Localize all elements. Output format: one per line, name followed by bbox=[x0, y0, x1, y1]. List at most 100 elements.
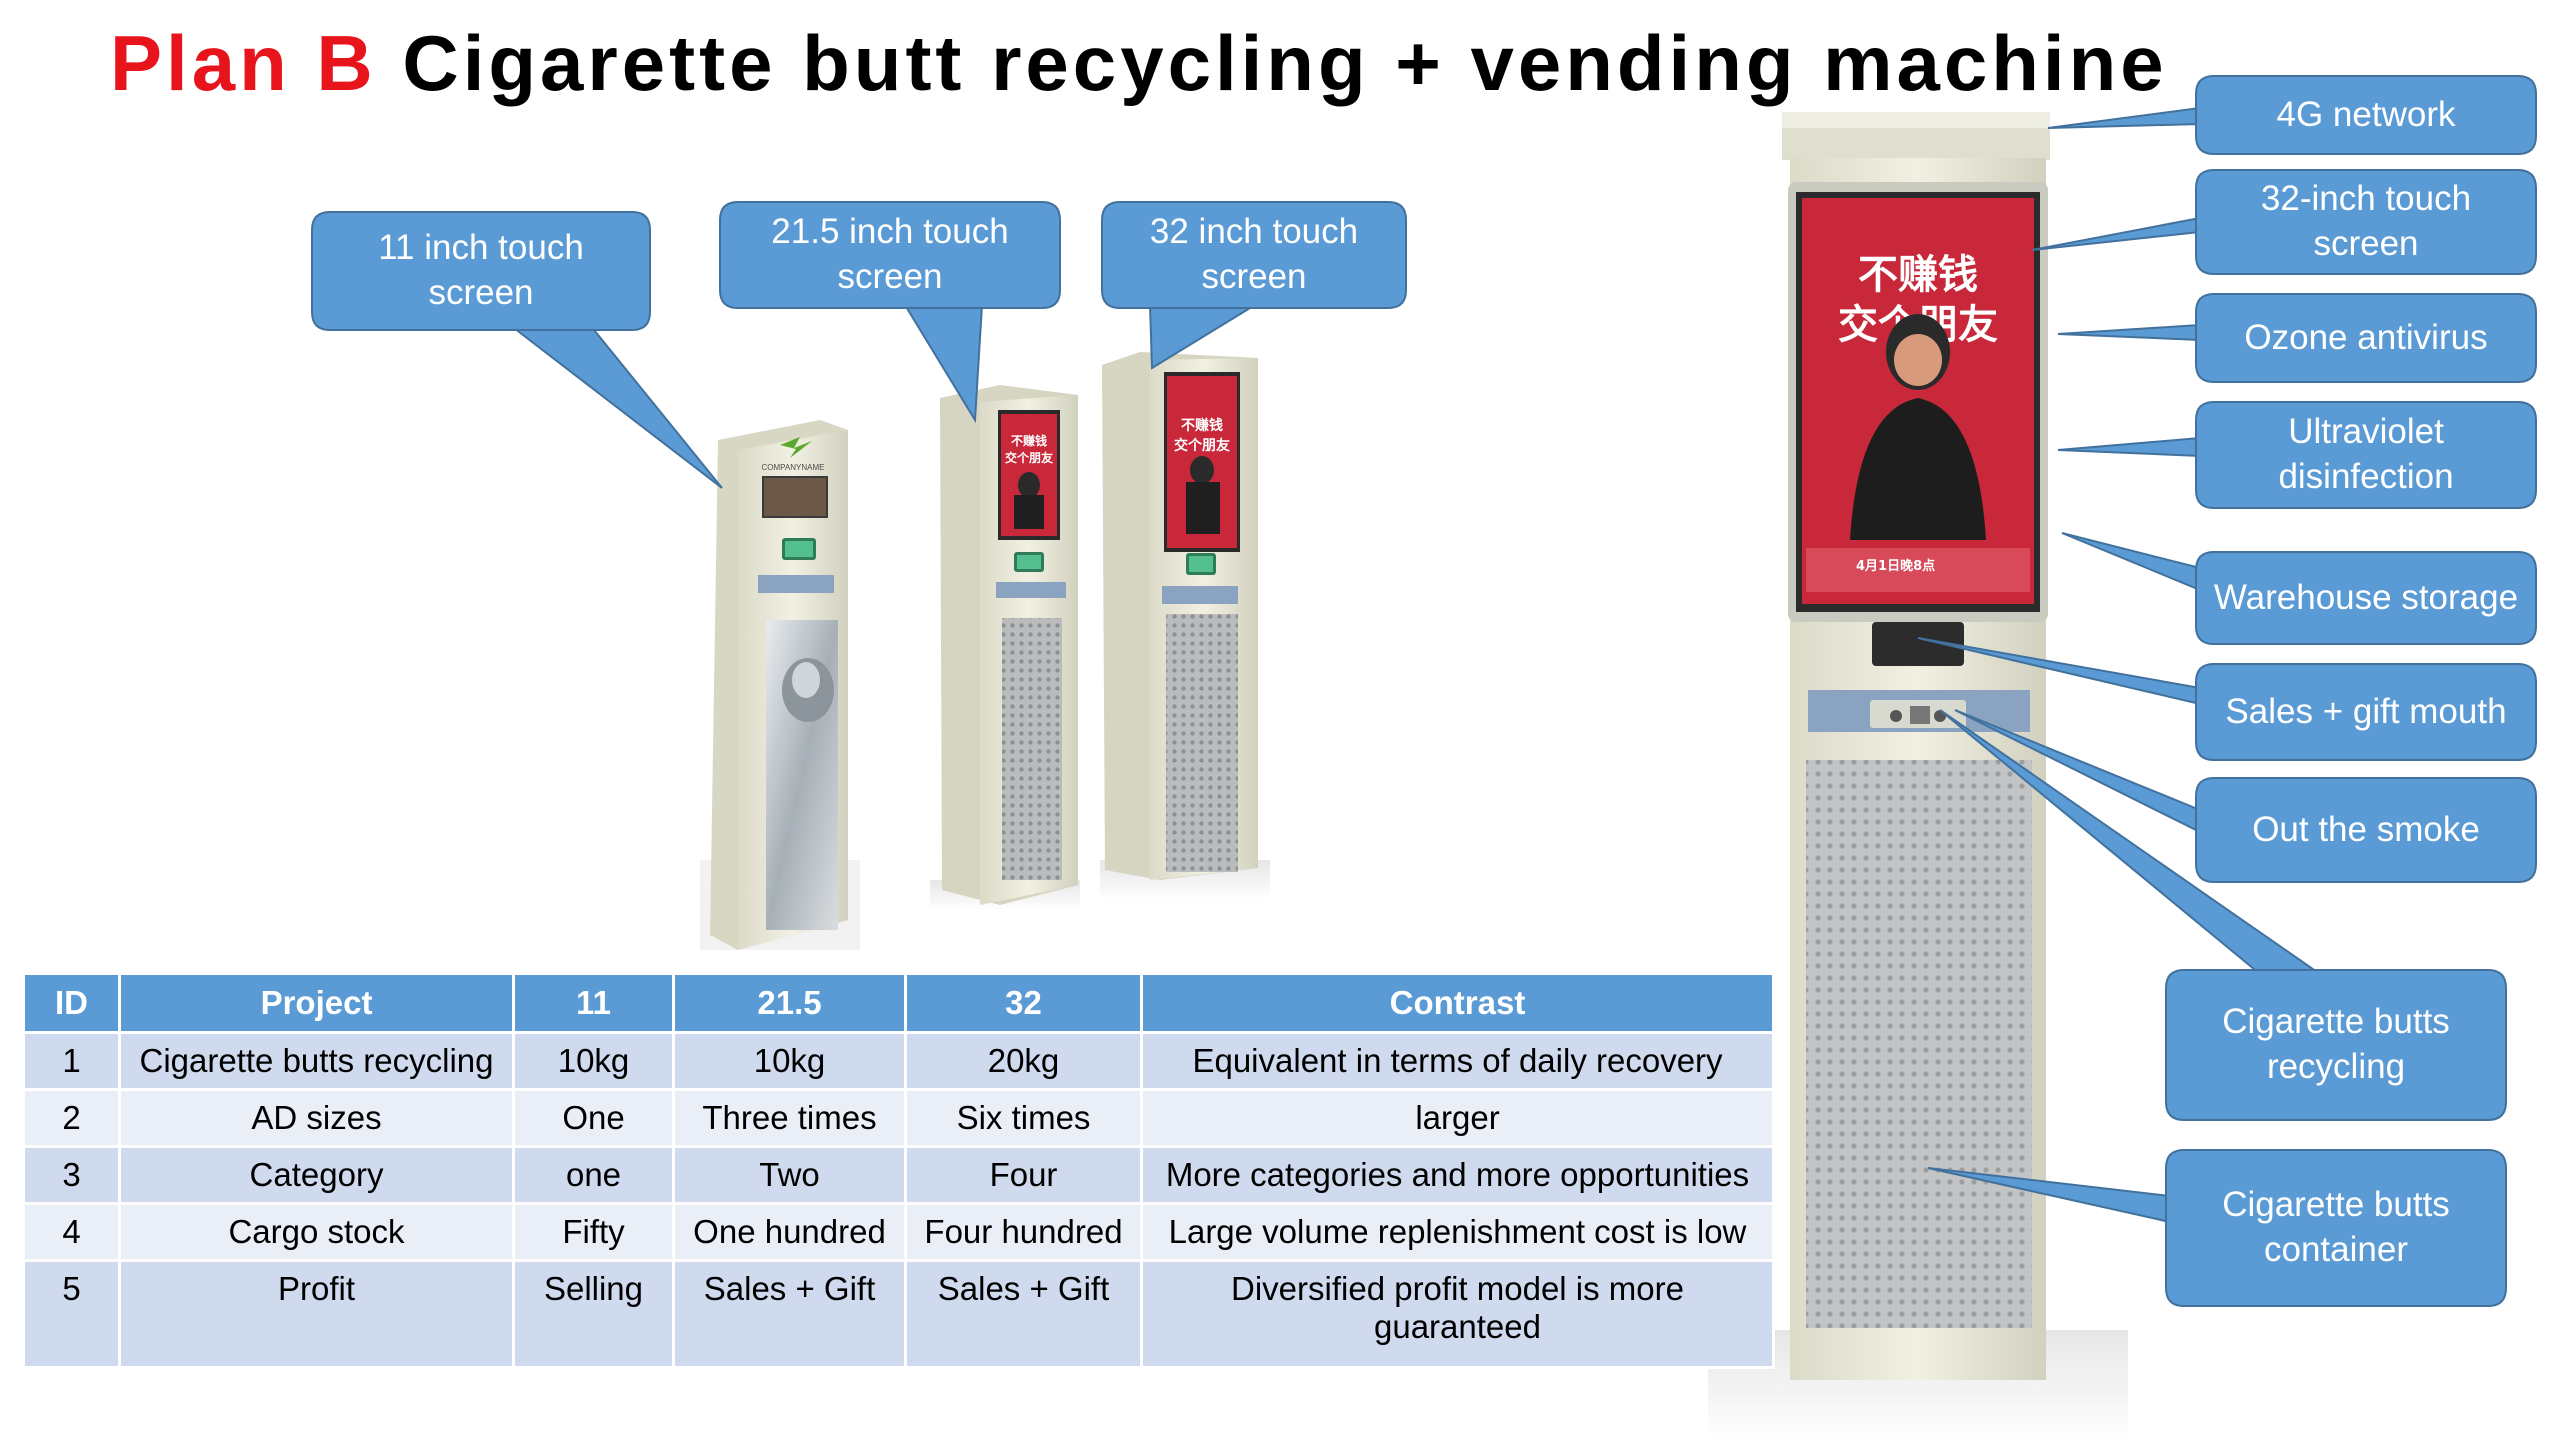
cell-id: 5 bbox=[22, 1259, 121, 1369]
callout-c11-tail bbox=[507, 324, 723, 489]
title-main: Cigarette butt recycling + vending machi… bbox=[402, 19, 2168, 107]
header-32: 32 bbox=[904, 972, 1143, 1034]
cell-21-5: Two bbox=[672, 1145, 907, 1205]
label-32-inch-touch-screen-text: 32-inch touch screen bbox=[2260, 179, 2472, 263]
label-sales-gift-mouth-text: Sales + gift mouth bbox=[2225, 691, 2507, 731]
label-ultraviolet-disinfection-shape bbox=[2057, 401, 2537, 509]
cell-id: 3 bbox=[22, 1145, 121, 1205]
callout-c215-box bbox=[719, 201, 1061, 309]
company-logo: COMPANYNAME bbox=[762, 437, 825, 472]
cell-21-5: Sales + Gift bbox=[672, 1259, 907, 1369]
cell-project: AD sizes bbox=[118, 1088, 515, 1148]
cell-contrast: larger bbox=[1140, 1088, 1775, 1148]
header-contrast: Contrast bbox=[1140, 972, 1775, 1034]
label-out-the-smoke-box bbox=[2195, 777, 2537, 883]
ad-headline-small-1: 不赚钱 bbox=[1011, 433, 1047, 448]
comparison-table: ID Project 11 21.5 32 Contrast 1 Cigaret… bbox=[22, 972, 1775, 1369]
label-ultraviolet-disinfection-tail bbox=[2057, 436, 2201, 458]
ad-headline-small-2: 交个朋友 bbox=[1005, 450, 1053, 465]
table-row: 2 AD sizes One Three times Six times lar… bbox=[22, 1088, 1775, 1148]
label-4g-network-text: 4G network bbox=[2276, 94, 2456, 134]
label-ozone-antivirus-tail bbox=[2057, 323, 2201, 342]
cell-project: Cargo stock bbox=[118, 1202, 515, 1262]
label-sales-gift-mouth-tail bbox=[1917, 637, 2201, 706]
header-id: ID bbox=[22, 972, 121, 1034]
ad-headline-mid-1: 不赚钱 bbox=[1181, 417, 1223, 434]
ad-headline-large-1: 不赚钱 bbox=[1858, 252, 1978, 298]
label-warehouse-storage-shape bbox=[2061, 532, 2537, 645]
table-row: 5 Profit Selling Sales + Gift Sales + Gi… bbox=[22, 1259, 1775, 1369]
cell-contrast: Diversified profit model is more guarant… bbox=[1140, 1259, 1775, 1369]
cell-id: 1 bbox=[22, 1031, 121, 1091]
cell-project: Cigarette butts recycling bbox=[118, 1031, 515, 1091]
label-cigarette-butts-container-text: Cigarette butts container bbox=[2222, 1185, 2450, 1269]
callout-c11-box bbox=[311, 211, 651, 331]
label-cigarette-butts-container-box bbox=[2165, 1149, 2507, 1307]
table-row: 4 Cargo stock Fifty One hundred Four hun… bbox=[22, 1202, 1775, 1262]
cell-11: One bbox=[512, 1088, 675, 1148]
cell-21-5: One hundred bbox=[672, 1202, 907, 1262]
label-4g-network-shape bbox=[2047, 75, 2537, 155]
cell-32: 20kg bbox=[904, 1031, 1143, 1091]
callout-c32-shape bbox=[1101, 201, 1407, 370]
callout-c215-label: 21.5 inch touch screen bbox=[771, 212, 1009, 296]
cell-project: Profit bbox=[118, 1259, 515, 1369]
callout-c215-tail bbox=[903, 304, 984, 424]
cell-contrast: Large volume replenishment cost is low bbox=[1140, 1202, 1775, 1262]
cell-contrast: Equivalent in terms of daily recovery bbox=[1140, 1031, 1775, 1091]
cell-32: Four hundred bbox=[904, 1202, 1143, 1262]
label-warehouse-storage-box bbox=[2195, 551, 2537, 645]
machine-21-5-inch: 不赚钱 交个朋友 bbox=[930, 385, 1080, 910]
header-11: 11 bbox=[512, 972, 675, 1034]
label-32-inch-touch-screen-shape bbox=[2031, 169, 2537, 275]
table-row: 1 Cigarette butts recycling 10kg 10kg 20… bbox=[22, 1031, 1775, 1091]
ad-bottom-line: 4月1日晚8点 bbox=[1856, 558, 1935, 574]
label-32-inch-touch-screen-tail bbox=[2031, 216, 2201, 251]
callout-c11-shape bbox=[311, 211, 723, 489]
label-4g-network-box bbox=[2195, 75, 2537, 155]
butts-container-grille bbox=[1806, 760, 2032, 1328]
header-project: Project bbox=[118, 972, 515, 1034]
label-cigarette-butts-recycling-box bbox=[2165, 969, 2507, 1121]
label-warehouse-storage-tail bbox=[2061, 532, 2201, 592]
label-32-inch-touch-screen-box bbox=[2195, 169, 2537, 275]
cell-11: 10kg bbox=[512, 1031, 675, 1091]
callout-c32-label: 32 inch touch screen bbox=[1149, 212, 1359, 296]
label-warehouse-storage-text: Warehouse storage bbox=[2213, 577, 2519, 617]
label-ozone-antivirus-shape bbox=[2057, 293, 2537, 383]
cell-32: Sales + Gift bbox=[904, 1259, 1143, 1369]
header-21-5: 21.5 bbox=[672, 972, 907, 1034]
label-out-the-smoke-text: Out the smoke bbox=[2252, 809, 2480, 849]
callout-c215-shape bbox=[719, 201, 1061, 424]
sales-gift-mouth bbox=[1872, 622, 1964, 666]
label-out-the-smoke-shape bbox=[1954, 709, 2537, 883]
cell-project: Category bbox=[118, 1145, 515, 1205]
cell-11: Fifty bbox=[512, 1202, 675, 1262]
title-accent: Plan B bbox=[110, 19, 377, 107]
logo-text: COMPANYNAME bbox=[762, 463, 825, 472]
label-ultraviolet-disinfection-box bbox=[2195, 401, 2537, 509]
label-cigarette-butts-recycling-shape bbox=[1939, 709, 2507, 1121]
cell-11: Selling bbox=[512, 1259, 675, 1369]
label-sales-gift-mouth-shape bbox=[1917, 637, 2537, 761]
cell-32: Six times bbox=[904, 1088, 1143, 1148]
ad-headline-mid-2: 交个朋友 bbox=[1174, 437, 1230, 454]
table-header-row: ID Project 11 21.5 32 Contrast bbox=[22, 972, 1775, 1034]
label-ozone-antivirus-text: Ozone antivirus bbox=[2244, 317, 2488, 357]
label-ozone-antivirus-box bbox=[2195, 293, 2537, 383]
cell-11: one bbox=[512, 1145, 675, 1205]
cell-21-5: Three times bbox=[672, 1088, 907, 1148]
table-row: 3 Category one Two Four More categories … bbox=[22, 1145, 1775, 1205]
callout-c32-tail bbox=[1148, 304, 1259, 370]
label-cigarette-butts-container-shape bbox=[1927, 1149, 2507, 1307]
cell-32: Four bbox=[904, 1145, 1143, 1205]
label-cigarette-butts-container-tail bbox=[1927, 1167, 2171, 1224]
callout-c32-box bbox=[1101, 201, 1407, 309]
machine-32-inch: 不赚钱 交个朋友 bbox=[1100, 352, 1270, 900]
label-cigarette-butts-recycling-text: Cigarette butts recycling bbox=[2222, 1002, 2450, 1086]
cell-id: 4 bbox=[22, 1202, 121, 1262]
cell-contrast: More categories and more opportunities bbox=[1140, 1145, 1775, 1205]
label-ultraviolet-disinfection-text: Ultraviolet disinfection bbox=[2278, 412, 2454, 496]
